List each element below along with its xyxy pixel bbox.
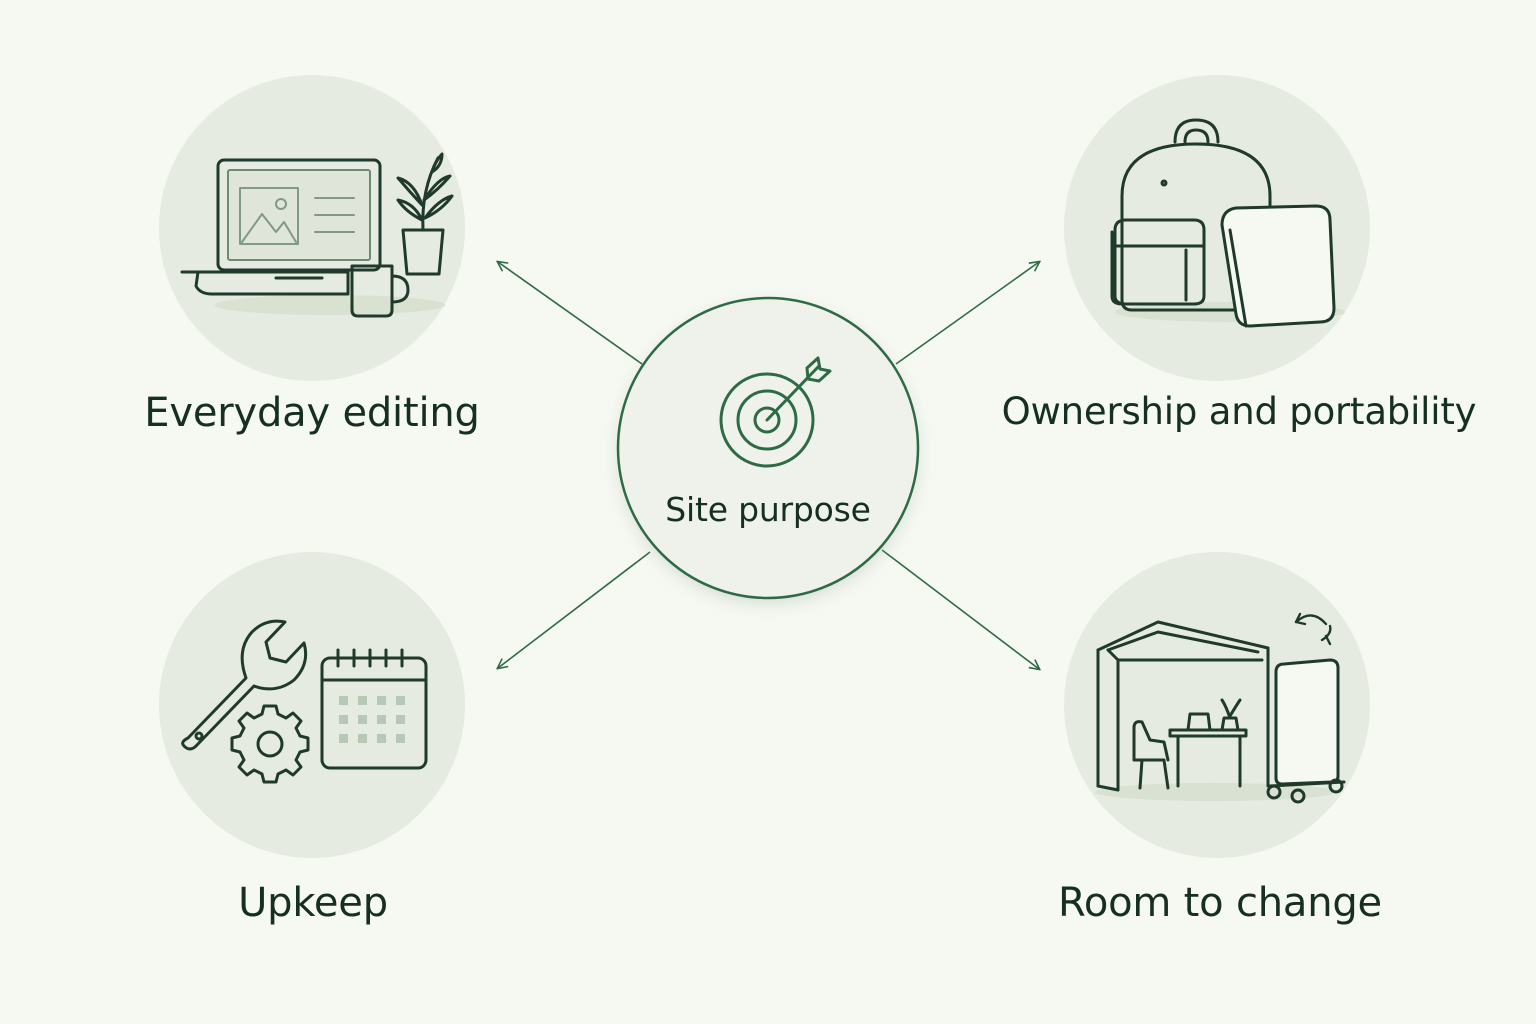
center-node [616, 296, 920, 600]
node-circle-upkeep [159, 552, 465, 858]
arrow-to-ownership [895, 262, 1039, 365]
node-label-room-to-change: Room to change [1058, 880, 1382, 926]
node-label-ownership: Ownership and portability [1001, 390, 1477, 433]
node-label-everyday-editing: Everyday editing [144, 390, 480, 436]
arrow-to-upkeep [498, 551, 651, 668]
arrow-to-everyday-editing [498, 262, 643, 365]
arrow-to-room-to-change [881, 549, 1039, 669]
connector-arrows [498, 262, 1039, 669]
backpack-tablet-icon [1110, 118, 1345, 328]
modular-room-icon [1095, 612, 1346, 804]
wrench-gear-calendar-icon [181, 619, 428, 784]
laptop-plant-mug-icon [180, 152, 454, 318]
center-label: Site purpose [665, 490, 871, 529]
target-arrow-icon [719, 356, 832, 468]
node-label-upkeep: Upkeep [238, 880, 388, 926]
